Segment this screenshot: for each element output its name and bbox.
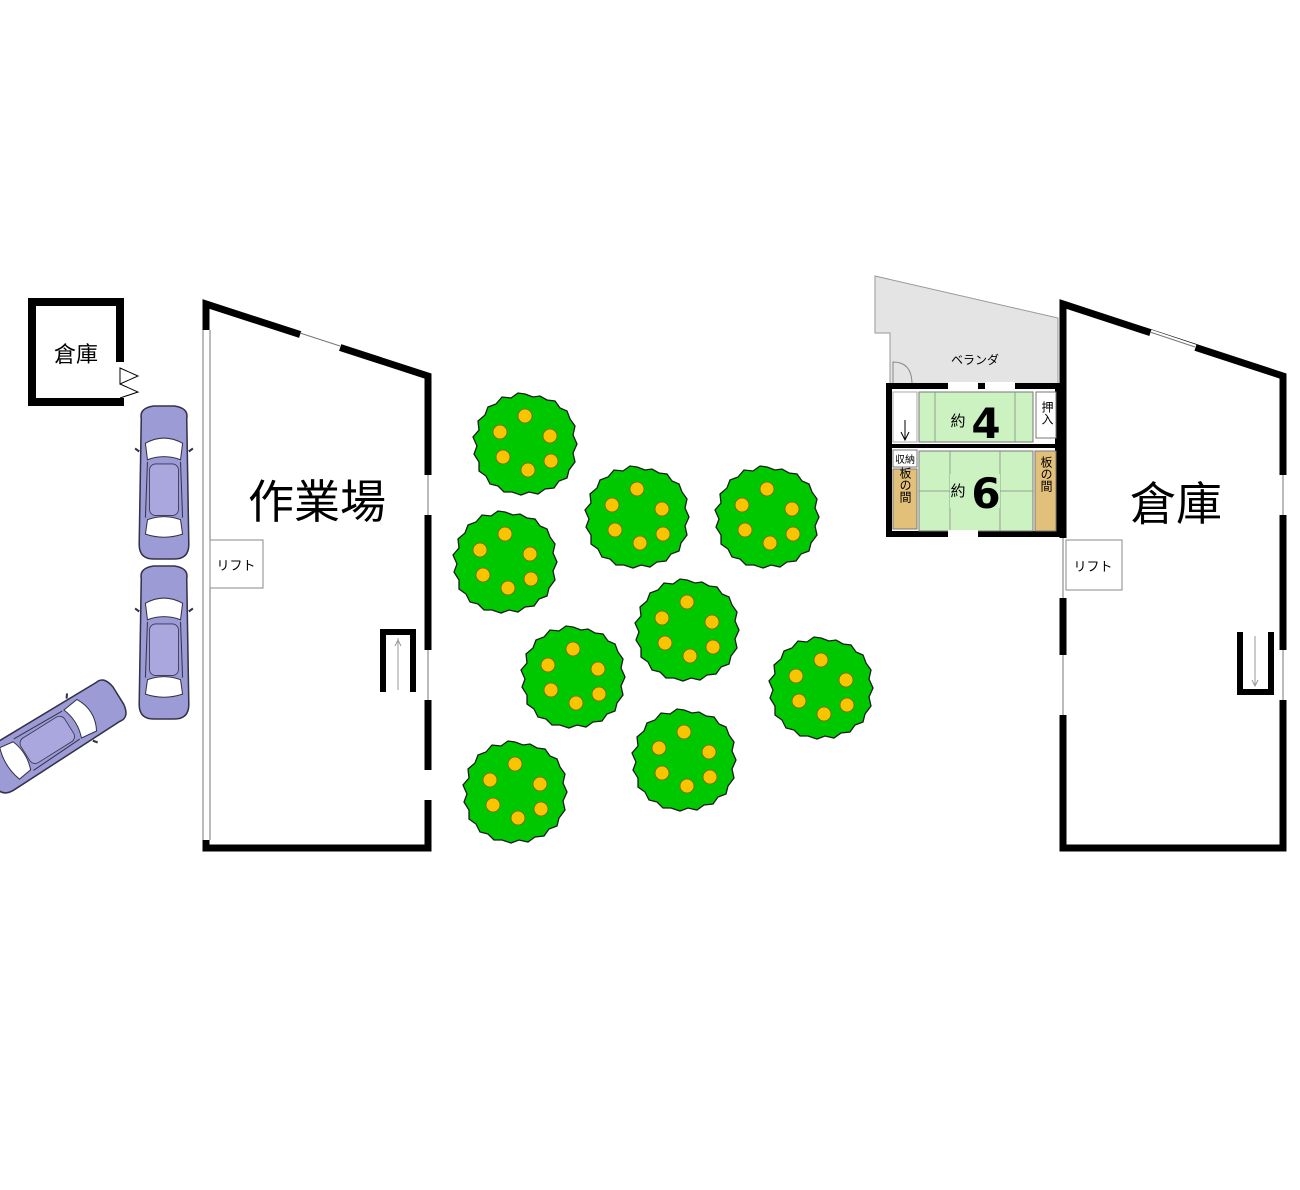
veranda: ベランダ <box>874 275 1059 386</box>
warehouse: 倉庫 リフト <box>1058 299 1288 852</box>
wood-floor-left-label: 板の間 <box>898 467 912 503</box>
tree-icon <box>634 578 740 682</box>
warehouse-right-label: 倉庫 <box>1130 477 1222 531</box>
tree-icon <box>631 708 737 812</box>
small-storage-label: 倉庫 <box>54 343 98 368</box>
tree-icon <box>462 740 568 844</box>
lift-right-label: リフト <box>1073 560 1112 575</box>
tree-icon <box>768 636 874 740</box>
oshiire-label: 押入 <box>1040 401 1054 425</box>
trees <box>452 392 874 844</box>
tree-icon <box>714 465 820 569</box>
small-storage: 倉庫 <box>28 298 140 406</box>
room-upper-size: 4 <box>971 399 1000 448</box>
lift-left-label: リフト <box>216 559 255 574</box>
room-lower-size: 6 <box>971 469 1000 518</box>
residence: 約 4 押入 収納 板の間 約 6 板の間 <box>886 382 1061 538</box>
tree-icon <box>584 465 690 569</box>
tree-icon <box>452 510 558 614</box>
room-upper-prefix: 約 <box>950 412 965 430</box>
workshop-label: 作業場 <box>248 475 386 529</box>
car-icon <box>0 669 135 803</box>
door-swing-icon <box>116 362 140 399</box>
room-lower-prefix: 約 <box>950 482 965 500</box>
car-icon <box>133 565 195 720</box>
wood-floor-right-label: 板の間 <box>1039 456 1053 492</box>
veranda-label: ベランダ <box>951 352 999 367</box>
storage-closet-label: 収納 <box>895 453 915 466</box>
stairs-icon <box>1237 632 1274 695</box>
tree-icon <box>520 625 626 729</box>
tree-icon <box>472 392 578 496</box>
workshop: 作業場 リフト <box>201 299 433 852</box>
car-icon <box>133 405 195 560</box>
stairs-icon <box>380 629 416 692</box>
